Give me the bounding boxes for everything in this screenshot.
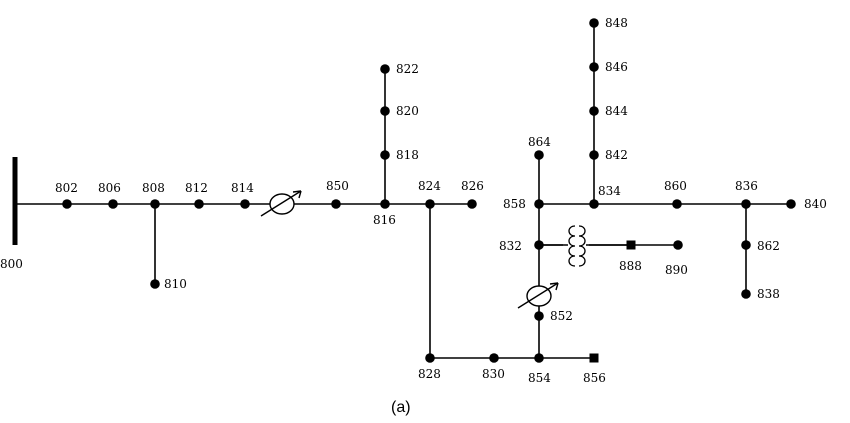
node-label-840: 840 [804, 197, 827, 211]
node-label-836: 836 [735, 179, 758, 193]
node-label-850: 850 [326, 179, 349, 193]
node-850 [331, 199, 341, 209]
node-846 [589, 62, 599, 72]
node-label-846: 846 [605, 60, 628, 74]
node-label-844: 844 [605, 104, 628, 118]
node-814 [240, 199, 250, 209]
node-802 [62, 199, 72, 209]
node-label-816: 816 [373, 213, 396, 227]
node-label-828: 828 [418, 367, 441, 381]
node-844 [589, 106, 599, 116]
node-label-848: 848 [605, 16, 628, 30]
voltage-regulator-icon [517, 282, 559, 309]
node-label-814: 814 [231, 181, 254, 195]
node-830 [489, 353, 499, 363]
node-806 [108, 199, 118, 209]
node-label-838: 838 [757, 287, 780, 301]
node-label-806: 806 [98, 181, 121, 195]
node-848 [589, 18, 599, 28]
node-label-808: 808 [142, 181, 165, 195]
node-label-818: 818 [396, 148, 419, 162]
node-852 [534, 311, 544, 321]
source-bus [12, 157, 18, 245]
node-label-842: 842 [605, 148, 628, 162]
node-818 [380, 150, 390, 160]
node-label-826: 826 [461, 179, 484, 193]
node-888 [626, 240, 636, 250]
node-label-822: 822 [396, 62, 419, 76]
node-860 [672, 199, 682, 209]
node-842 [589, 150, 599, 160]
node-832 [534, 240, 544, 250]
node-label-812: 812 [185, 181, 208, 195]
node-864 [534, 150, 544, 160]
node-label-854: 854 [528, 371, 551, 385]
node-862 [741, 240, 751, 250]
node-label-852: 852 [550, 309, 573, 323]
source-bus-bar [12, 157, 18, 245]
voltage-regulator-icon [260, 190, 302, 217]
node-808 [150, 199, 160, 209]
node-854 [534, 353, 544, 363]
node-labels: 800 802 806 808 810 812 814 850 816 818 820 822 824 8… [0, 16, 827, 385]
node-836 [741, 199, 751, 209]
node-816 [380, 199, 390, 209]
node-label-800: 800 [0, 257, 23, 271]
node-label-864: 864 [528, 135, 551, 149]
devices [260, 190, 631, 309]
node-label-888: 888 [619, 259, 642, 273]
node-824 [425, 199, 435, 209]
node-822 [380, 64, 390, 74]
node-label-810: 810 [164, 277, 187, 291]
node-label-824: 824 [418, 179, 441, 193]
node-890 [673, 240, 683, 250]
node-810 [150, 279, 160, 289]
figure-caption: (a) [391, 399, 411, 416]
node-label-830: 830 [482, 367, 505, 381]
transformer-icon [539, 225, 631, 269]
node-838 [741, 289, 751, 299]
node-label-834: 834 [598, 184, 621, 198]
node-826 [467, 199, 477, 209]
node-label-858: 858 [503, 197, 526, 211]
node-label-856: 856 [583, 371, 606, 385]
node-label-820: 820 [396, 104, 419, 118]
node-label-832: 832 [499, 239, 522, 253]
nodes [62, 18, 796, 363]
node-812 [194, 199, 204, 209]
node-label-860: 860 [664, 179, 687, 193]
node-label-890: 890 [665, 263, 688, 277]
node-834 [589, 199, 599, 209]
node-856 [589, 353, 599, 363]
node-label-862: 862 [757, 239, 780, 253]
node-840 [786, 199, 796, 209]
feeder-lines [15, 23, 791, 359]
node-828 [425, 353, 435, 363]
node-820 [380, 106, 390, 116]
node-label-802: 802 [55, 181, 78, 195]
node-858 [534, 199, 544, 209]
